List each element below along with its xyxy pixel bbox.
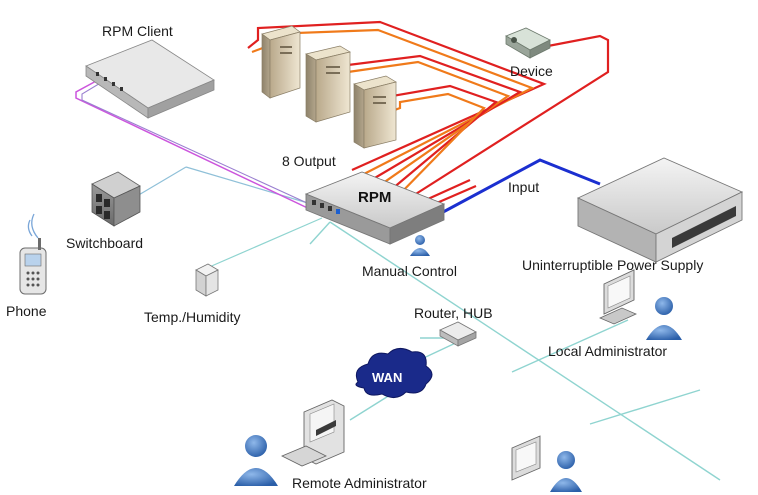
server-1	[261, 25, 301, 99]
local-admin-person-icon	[646, 297, 682, 340]
temp-humidity-label: Temp./Humidity	[144, 309, 240, 325]
ups-label: Uninterruptible Power Supply	[522, 257, 703, 273]
phone-label: Phone	[6, 303, 47, 319]
wan-cloud	[355, 348, 433, 398]
temp-sensor-line	[206, 217, 323, 269]
router-hub-label: Router, HUB	[414, 305, 493, 321]
device-label: Device	[510, 63, 553, 79]
bottom-person-icon	[550, 451, 582, 492]
switchboard-label: Switchboard	[66, 235, 143, 251]
input-label: Input	[508, 179, 539, 195]
rpm-client-device	[85, 39, 215, 119]
local-admin-label: Local Administrator	[548, 343, 667, 359]
remote-admin-computer	[281, 399, 345, 467]
rpm-client-label: RPM Client	[102, 23, 173, 39]
input-cable	[431, 158, 601, 220]
switchboard-line	[136, 166, 187, 197]
server-3	[353, 75, 397, 149]
switchboard-unit	[91, 171, 141, 227]
phone-device	[19, 213, 47, 295]
rpm-unit	[304, 171, 446, 245]
rpm-label: RPM	[358, 189, 391, 206]
switchboard-line-2	[185, 166, 319, 207]
server-2	[305, 45, 351, 123]
wan-label: WAN	[372, 370, 402, 385]
ups-unit	[576, 157, 744, 263]
local-admin-computer	[599, 269, 637, 325]
device-unit	[505, 27, 551, 59]
output-cables	[247, 20, 610, 214]
router-hub-unit	[439, 321, 477, 347]
client-cable	[75, 79, 317, 213]
manual-control-person-icon	[410, 235, 430, 256]
bottom-computer	[511, 435, 541, 481]
remote-admin-person-icon	[234, 435, 278, 486]
client-cable-2	[81, 81, 319, 209]
temp-humidity-sensor	[195, 263, 219, 297]
remote-admin-label: Remote Administrator	[292, 475, 427, 491]
manual-control-label: Manual Control	[362, 263, 457, 279]
eight-output-label: 8 Output	[282, 153, 336, 169]
